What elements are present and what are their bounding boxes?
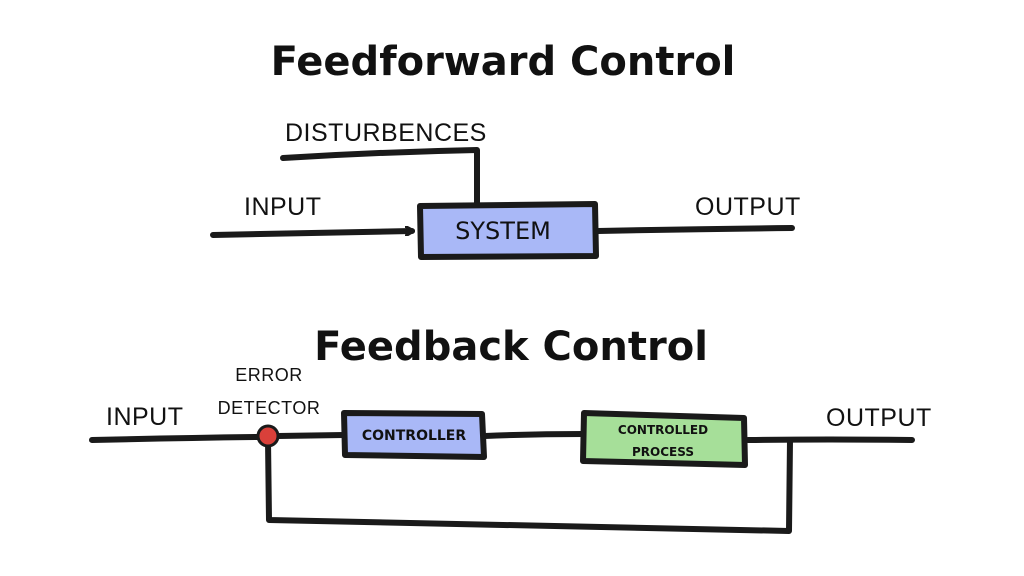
- controller-box-shape: [341, 410, 487, 460]
- feedforward-title: Feedforward Control: [271, 39, 736, 85]
- controlled-process-box: CONTROLLED PROCESS: [580, 410, 748, 468]
- disturbances-label: DISTURBENCES: [285, 119, 487, 147]
- feedback-section: Feedback Control INPUT ERROR DETECTOR CO…: [89, 324, 932, 534]
- feedforward-output-label: OUTPUT: [695, 193, 801, 221]
- controlled-process-label-line2: PROCESS: [632, 445, 694, 459]
- feedback-output-line: [745, 436, 915, 443]
- feedforward-input-arrow: [210, 231, 412, 238]
- error-detector-label-line1: ERROR: [235, 365, 303, 385]
- feedforward-input-label: INPUT: [244, 193, 322, 221]
- system-box-shape: [417, 201, 599, 260]
- system-box: SYSTEM: [417, 201, 599, 260]
- feedback-title: Feedback Control: [314, 324, 708, 370]
- disturbances-line: [280, 147, 480, 208]
- feedback-input-line: [89, 434, 261, 443]
- controller-label: CONTROLLER: [362, 428, 467, 444]
- feedback-output-label: OUTPUT: [826, 404, 932, 432]
- feedforward-section: Feedforward Control DISTURBENCES INPUT S…: [210, 39, 801, 260]
- feedforward-output-line: [595, 225, 795, 234]
- controller-box: CONTROLLER: [341, 410, 487, 460]
- detector-to-controller-line: [275, 432, 347, 439]
- controlled-process-box-shape: [580, 410, 748, 468]
- error-detector-node: [256, 424, 280, 448]
- controlled-process-label-line1: CONTROLLED: [618, 423, 708, 437]
- controller-to-process-line: [482, 431, 587, 439]
- feedback-loop-line: [265, 437, 793, 534]
- system-label: SYSTEM: [455, 217, 551, 245]
- error-detector-label-line2: DETECTOR: [218, 398, 321, 418]
- feedback-input-label: INPUT: [106, 403, 184, 431]
